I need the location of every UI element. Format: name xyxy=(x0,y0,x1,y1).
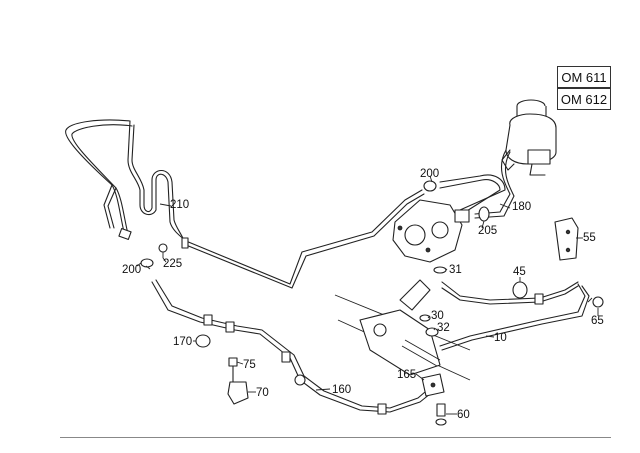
seal-ring-30 xyxy=(419,314,431,322)
part-label-10: 10 xyxy=(494,332,507,344)
part-label-31: 31 xyxy=(449,264,462,276)
leader-lines xyxy=(145,175,599,415)
bracket-165 xyxy=(421,373,445,397)
steering-gear xyxy=(334,279,471,381)
part-label-45: 45 xyxy=(513,266,526,278)
reservoir-180 xyxy=(474,99,557,219)
engine-variant-om612: OM 612 xyxy=(557,88,611,110)
part-label-32: 32 xyxy=(437,322,450,334)
part-label-65: 65 xyxy=(591,315,604,327)
part-label-225: 225 xyxy=(163,258,182,270)
pipe-clamp-170 xyxy=(195,334,211,348)
part-label-55: 55 xyxy=(583,232,596,244)
engine-variant-om611: OM 611 xyxy=(557,66,611,88)
part-label-30: 30 xyxy=(431,310,444,322)
part-label-165: 165 xyxy=(397,369,416,381)
bottom-divider xyxy=(60,437,611,438)
bracket-55 xyxy=(554,217,579,261)
seal-ring-31 xyxy=(433,266,447,274)
clip-70 xyxy=(227,381,249,405)
suction-hose-200 xyxy=(423,174,506,215)
damper-45 xyxy=(512,281,528,299)
part-label-70: 70 xyxy=(256,387,269,399)
seal-ring-32 xyxy=(425,327,439,337)
part-label-200-top: 200 xyxy=(420,168,439,180)
pressure-line-10 xyxy=(439,281,590,351)
part-label-60: 60 xyxy=(457,409,470,421)
bolt-75 xyxy=(228,357,238,383)
hose-clamp-205 xyxy=(478,206,490,222)
part-label-75: 75 xyxy=(243,359,256,371)
bolt-60 xyxy=(435,403,447,426)
return-line-210 xyxy=(65,119,425,289)
part-label-200-left: 200 xyxy=(122,264,141,276)
clamp-225 xyxy=(158,243,168,258)
part-label-205: 205 xyxy=(478,225,497,237)
part-label-210: 210 xyxy=(170,199,189,211)
pressure-line-160 xyxy=(151,279,436,415)
bolt-65 xyxy=(587,296,604,308)
part-label-160: 160 xyxy=(332,384,351,396)
part-label-170: 170 xyxy=(173,336,192,348)
part-label-180: 180 xyxy=(512,201,531,213)
power-steering-pump xyxy=(392,199,470,263)
